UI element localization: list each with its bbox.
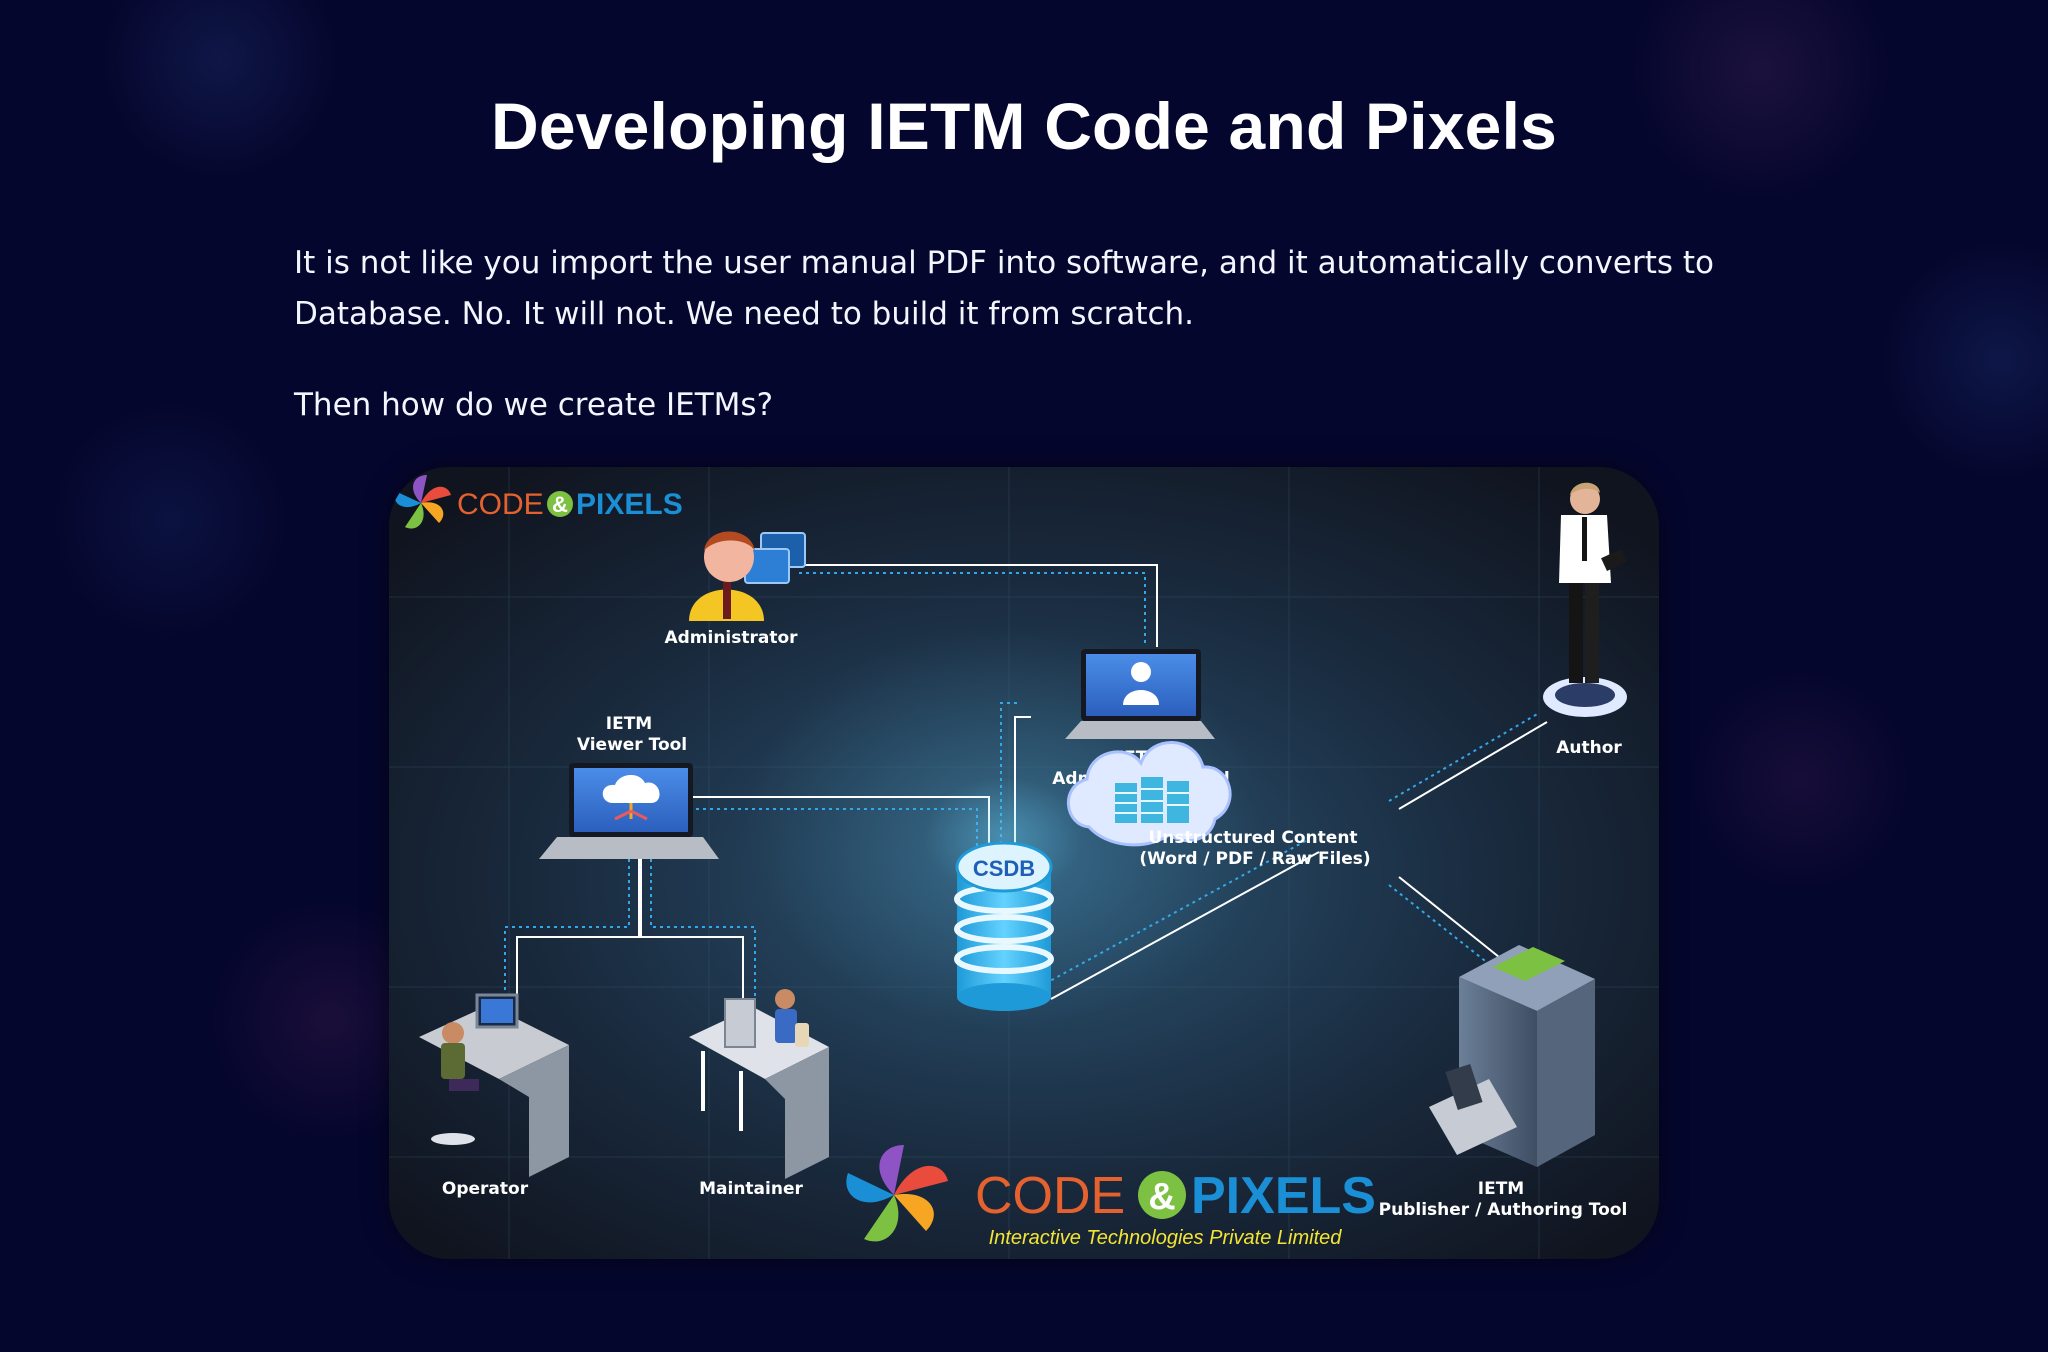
author-tablet (1601, 549, 1627, 571)
pinwheel-icon-large (846, 1145, 948, 1242)
author-head (1570, 484, 1600, 514)
user-icon-body (1123, 690, 1159, 705)
logo-large-code-text: CODE (975, 1167, 1125, 1225)
operator-monitor-screen (481, 999, 513, 1023)
admin-head (704, 532, 754, 582)
ietm-viewer-tool-laptop: IETM Viewer Tool (539, 714, 719, 859)
ietm-architecture-diagram: CODE & PIXELS Administrator (389, 467, 1659, 1259)
operator-label: Operator (442, 1179, 529, 1199)
question-paragraph: Then how do we create IETMs? (294, 387, 774, 423)
admin-laptop-base (1065, 721, 1215, 739)
pinwheel-icon-small (394, 475, 451, 529)
viewer-laptop-base (539, 837, 719, 859)
maintainer-body (775, 1009, 797, 1043)
logo-tagline: Interactive Technologies Private Limited (989, 1227, 1343, 1249)
logo-large-pixels-text: PIXELS (1191, 1167, 1376, 1225)
server-rack-lines (1115, 788, 1189, 814)
logo-pixels-text: PIXELS (576, 488, 683, 521)
operator-desk-side (499, 1045, 569, 1177)
maintainer-label: Maintainer (699, 1179, 803, 1199)
maintainer-workstation: Maintainer (689, 989, 829, 1199)
cabinet-side (1537, 979, 1595, 1167)
cloud-icon (602, 774, 660, 803)
administrator-figure: Administrator (664, 531, 806, 648)
author-pedestal-top (1555, 683, 1615, 707)
maintainer-head (775, 989, 795, 1009)
green-folder (1493, 947, 1565, 981)
ietm-viewer-label-2: Viewer Tool (577, 735, 687, 755)
maintainer-desk-side (765, 1047, 829, 1179)
csdb-label: CSDB (973, 856, 1035, 881)
unstructured-content-cloud: Unstructured Content (Word / PDF / Raw F… (1067, 741, 1371, 869)
operator-workstation: Operator (419, 993, 569, 1199)
author-label: Author (1556, 738, 1622, 758)
unstructured-label-1: Unstructured Content (1148, 828, 1357, 848)
publisher-label-2: Publisher / Authoring Tool (1379, 1200, 1628, 1220)
csdb-stack: CSDB (954, 841, 1054, 1011)
code-pixels-logo-small: CODE & PIXELS (394, 475, 683, 529)
logo-amp-badge (547, 491, 573, 517)
diagram-canvas: CODE & PIXELS Administrator (389, 467, 1659, 1259)
cabinet-open-drawer (1429, 1079, 1517, 1155)
operator-chair-base (431, 1133, 475, 1145)
author-leg-left (1569, 577, 1583, 683)
publisher-cabinet: IETM Publisher / Authoring Tool (1379, 945, 1628, 1220)
operator-legs (449, 1079, 479, 1091)
unstructured-label-2: (Word / PDF / Raw Files) (1139, 849, 1370, 869)
intro-paragraph: It is not like you import the user manua… (294, 245, 1714, 332)
admin-tie (723, 579, 731, 619)
code-pixels-logo-large: CODE & PIXELS Interactive Technologies P… (846, 1145, 1376, 1249)
drawer-folder (1445, 1063, 1483, 1111)
admin-hair (704, 531, 755, 551)
author-tie (1582, 517, 1587, 561)
logo-amp-text: & (552, 492, 568, 517)
administrator-label: Administrator (664, 628, 798, 648)
maintainer-chair (795, 1023, 809, 1047)
operator-head (442, 1022, 464, 1044)
csdb-database: CSDB (924, 777, 1084, 1011)
author-figure: Author (1543, 482, 1627, 758)
logo-large-amp-text: & (1148, 1176, 1175, 1218)
author-hair (1570, 482, 1600, 495)
page-title: Developing IETM Code and Pixels (490, 89, 1558, 163)
logo-large-amp-badge (1138, 1171, 1186, 1219)
operator-body (441, 1043, 465, 1079)
publisher-label-1: IETM (1478, 1179, 1524, 1199)
ietm-viewer-label-1: IETM (606, 714, 652, 734)
user-icon-head (1131, 662, 1151, 682)
maintainer-monitor (724, 998, 756, 1048)
author-leg-right (1585, 577, 1599, 683)
logo-code-text: CODE (457, 488, 544, 521)
